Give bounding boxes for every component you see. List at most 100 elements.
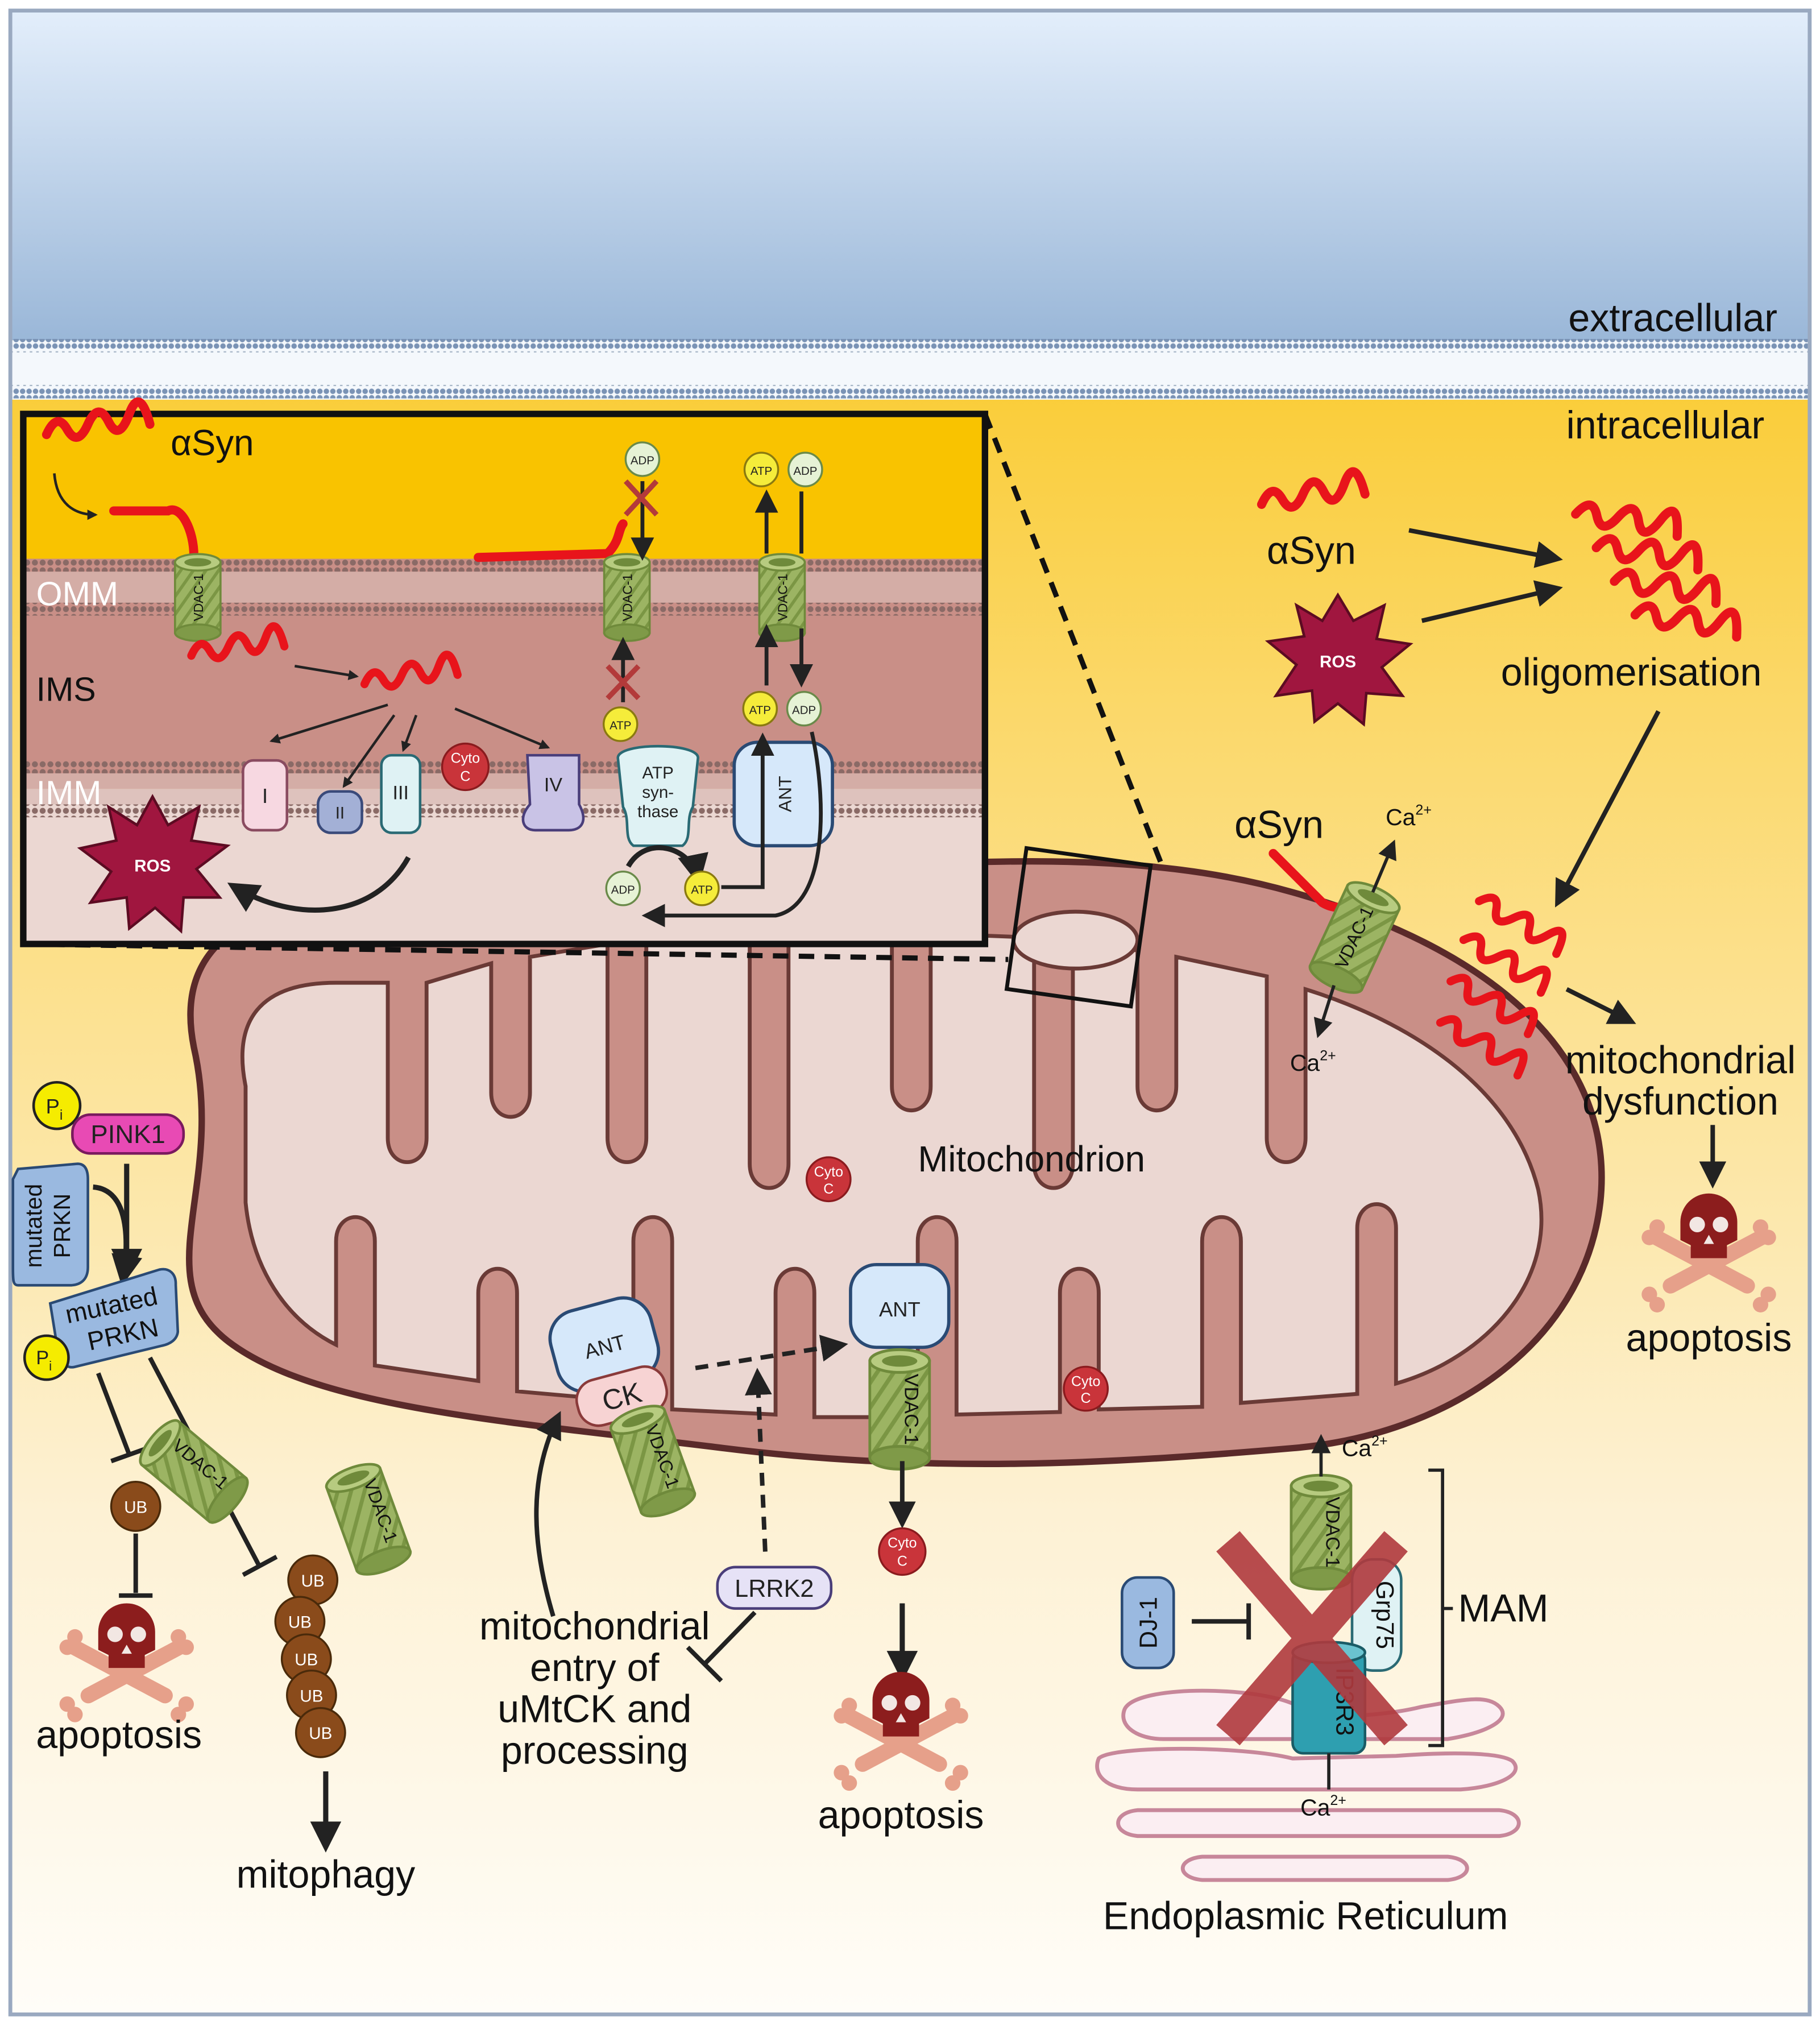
pi-bottom-label: Pi <box>36 1347 52 1373</box>
adp-inset-4: ADP <box>786 690 822 727</box>
ca-right-bottom-sup: 2+ <box>1320 1048 1336 1064</box>
vdac-mam-label: VDAC-1 <box>1322 1497 1344 1568</box>
ca-mam-bottom-text: Ca <box>1300 1794 1330 1820</box>
ca-right-top: Ca2+ <box>1386 802 1432 830</box>
ca-right-bottom: Ca2+ <box>1290 1048 1336 1076</box>
ub-chain-2: UB <box>288 1613 312 1632</box>
cyto-c-mito-2: Cyto C <box>1063 1365 1109 1412</box>
omm-label: OMM <box>36 574 118 612</box>
adp-inset-3: ADP <box>787 452 823 487</box>
asyn-right-label: αSyn <box>1267 529 1356 573</box>
complex-ii: II <box>316 790 363 834</box>
entry-line-3: uMtCK and <box>498 1688 691 1731</box>
complex-i: I <box>242 759 288 832</box>
zoom-box <box>1004 846 1153 1009</box>
ca-mam-top-text: Ca <box>1342 1435 1372 1461</box>
cyto-c-label-top: Cyto <box>814 1164 843 1180</box>
ub-single: UB <box>110 1481 161 1532</box>
grp75-label: Grp75 <box>1371 1581 1398 1649</box>
mito-dysfunction-line-2: dysfunction <box>1582 1080 1778 1123</box>
imm-label: IMM <box>36 773 102 811</box>
pi-top: Pi <box>32 1080 82 1130</box>
extracellular-label: extracellular <box>1568 296 1777 339</box>
vdac-center-2-label: VDAC-1 <box>900 1374 922 1445</box>
atp-synthase-line-3: thase <box>637 802 678 821</box>
cyto-c-inset-bottom: C <box>460 769 470 785</box>
vdac-inset-1-label: VDAC-1 <box>191 574 206 621</box>
entry-line-2: entry of <box>530 1646 660 1689</box>
dj1-label: DJ-1 <box>1135 1597 1163 1649</box>
ub-single-label: UB <box>124 1498 147 1517</box>
complex-i-label: I <box>262 784 268 807</box>
cyto-c-label-top: Cyto <box>1071 1374 1100 1390</box>
ub-chain-3: UB <box>295 1651 318 1670</box>
pink1-label: PINK1 <box>90 1120 165 1149</box>
pi-top-text: P <box>46 1095 60 1118</box>
prkn-vertical: mutated PRKN <box>11 1162 89 1287</box>
atp-inset-4-label: ATP <box>749 703 771 717</box>
atp-synthase: ATP syn- thase <box>616 744 699 847</box>
atp-inset-3-label: ATP <box>751 465 772 478</box>
ca-mam-top: Ca2+ <box>1342 1433 1388 1461</box>
dj1: DJ-1 <box>1121 1576 1175 1670</box>
mam-label: MAM <box>1458 1587 1548 1630</box>
pi-top-sub: i <box>60 1107 63 1123</box>
atp-inset-1: ATP <box>602 706 639 742</box>
ca-right-top-sup: 2+ <box>1415 802 1432 818</box>
cyto-c-center-bottom: C <box>897 1554 907 1570</box>
cyto-c-label-bottom: C <box>823 1181 834 1197</box>
asyn-inset-label: αSyn <box>171 423 254 463</box>
prkn-vertical-line-2: PRKN <box>49 1194 75 1258</box>
complex-ii-label: II <box>335 804 345 822</box>
asyn-vdac-label: αSyn <box>1234 804 1324 847</box>
cyto-c-center: Cyto C <box>878 1527 927 1576</box>
mam-bracket <box>1428 1468 1453 1747</box>
ant-inset-label: ANT <box>774 776 795 812</box>
ros-inset-label: ROS <box>134 857 171 876</box>
atp-inset-2: ATP <box>684 870 720 906</box>
adp-inset-1-label: ADP <box>631 454 654 467</box>
ca-mam-top-sup: 2+ <box>1371 1433 1388 1449</box>
atp-synthase-line-1: ATP <box>642 764 674 782</box>
vdac-inset-2-label: VDAC-1 <box>620 574 635 621</box>
pi-top-label: Pi <box>46 1095 63 1123</box>
adp-inset-1: ADP <box>624 441 661 477</box>
adp-inset-4-label: ADP <box>792 703 816 717</box>
cyto-c-center-top: Cyto <box>888 1535 917 1551</box>
pink1: PINK1 <box>71 1113 185 1155</box>
ca-mam-bottom: Ca2+ <box>1300 1792 1346 1820</box>
ub-chain: UB UB UB UB UB <box>274 1554 346 1758</box>
ros-inset: ROS <box>77 794 231 934</box>
ros-right-label: ROS <box>1320 652 1356 671</box>
entry-line-4: processing <box>501 1729 689 1772</box>
mitochondrion-label: Mitochondrion <box>918 1139 1145 1179</box>
adp-inset-2: ADP <box>605 870 641 906</box>
complex-iii-label: III <box>393 782 409 804</box>
adp-inset-2-label: ADP <box>611 883 635 896</box>
lrrk2-label: LRRK2 <box>735 1575 814 1602</box>
oligomerisation-label: oligomerisation <box>1501 651 1762 694</box>
ant-center-2: ANT <box>849 1262 951 1349</box>
atp-inset-2-label: ATP <box>691 883 712 896</box>
apoptosis-center-label: apoptosis <box>818 1794 984 1837</box>
cyto-c-label-bottom: C <box>1081 1390 1091 1406</box>
complex-iv-label: IV <box>544 775 562 796</box>
adp-inset-3-label: ADP <box>793 465 817 478</box>
ant-inset: ANT <box>732 740 834 848</box>
ims-label: IMS <box>36 670 96 709</box>
ub-chain-1: UB <box>301 1572 325 1591</box>
apoptosis-left-label: apoptosis <box>36 1713 202 1757</box>
complex-iv: IV <box>521 753 585 832</box>
cyto-c-inset: Cyto C <box>441 742 490 792</box>
apoptosis-right-label: apoptosis <box>1626 1316 1792 1360</box>
lrrk2: LRRK2 <box>716 1566 833 1610</box>
ca-mam-bottom-sup: 2+ <box>1330 1792 1346 1808</box>
ub-chain-4: UB <box>300 1687 323 1705</box>
entry-line-1: mitochondrial <box>479 1605 710 1648</box>
ub-chain-5: UB <box>309 1724 332 1743</box>
mam-cross <box>1216 1531 1408 1746</box>
mitophagy-label: mitophagy <box>237 1853 416 1896</box>
prkn-vertical-line-1: mutated <box>20 1184 47 1268</box>
complex-iii: III <box>380 753 422 834</box>
